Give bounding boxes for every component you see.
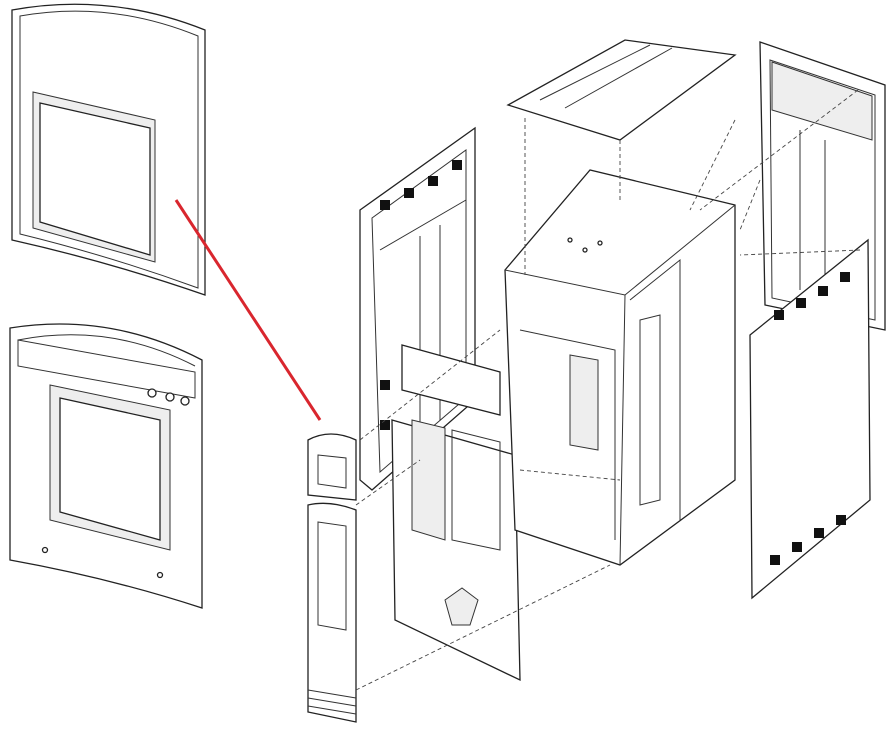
inset-front-frame bbox=[9, 323, 203, 609]
right-side-panel bbox=[749, 238, 871, 600]
top-panel bbox=[506, 39, 737, 141]
inset-front-cover bbox=[11, 3, 206, 296]
assembly-guides bbox=[355, 89, 861, 691]
callout-line bbox=[174, 199, 322, 421]
front-door-panels bbox=[307, 433, 357, 723]
front-inner-door bbox=[391, 344, 521, 682]
cabinet-frame bbox=[504, 169, 736, 566]
